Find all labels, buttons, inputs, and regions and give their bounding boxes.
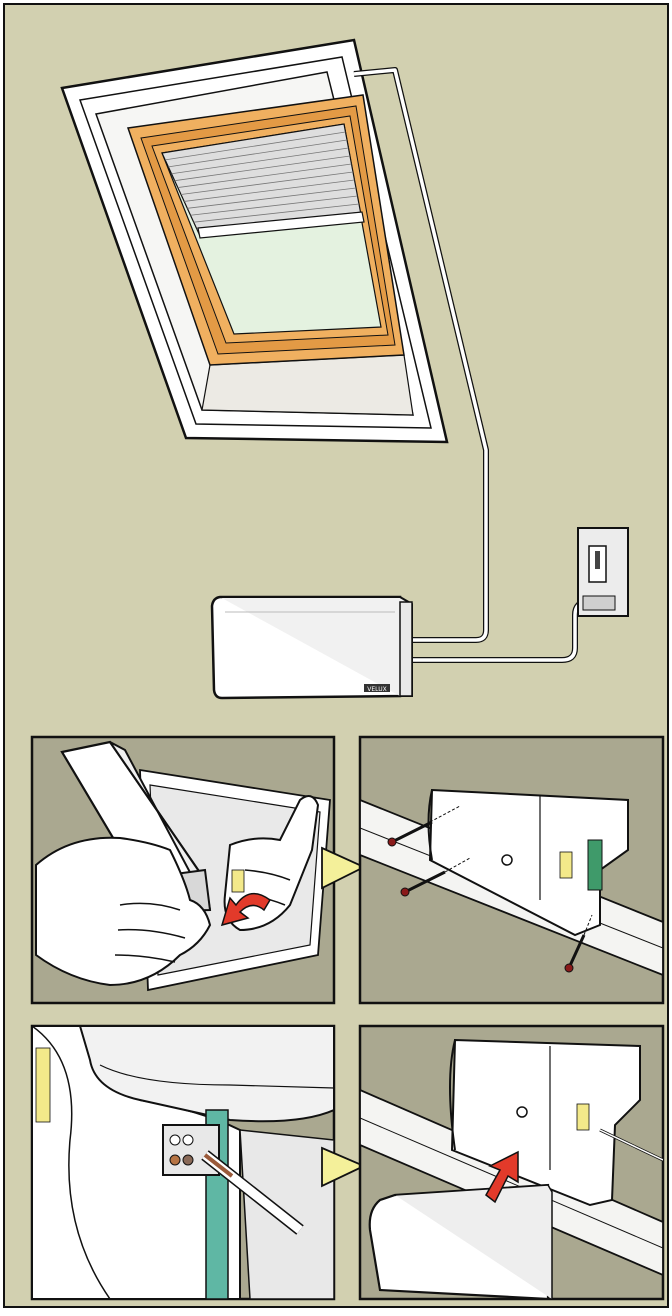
control-unit: VELUX [212,597,412,698]
step-2-panel [360,737,663,1003]
step-4-panel [360,1026,663,1299]
wall-switch-icon [578,528,628,616]
step-1-panel [32,737,334,1003]
step-3-panel [32,1026,334,1299]
control-unit-badge: VELUX [367,686,386,693]
